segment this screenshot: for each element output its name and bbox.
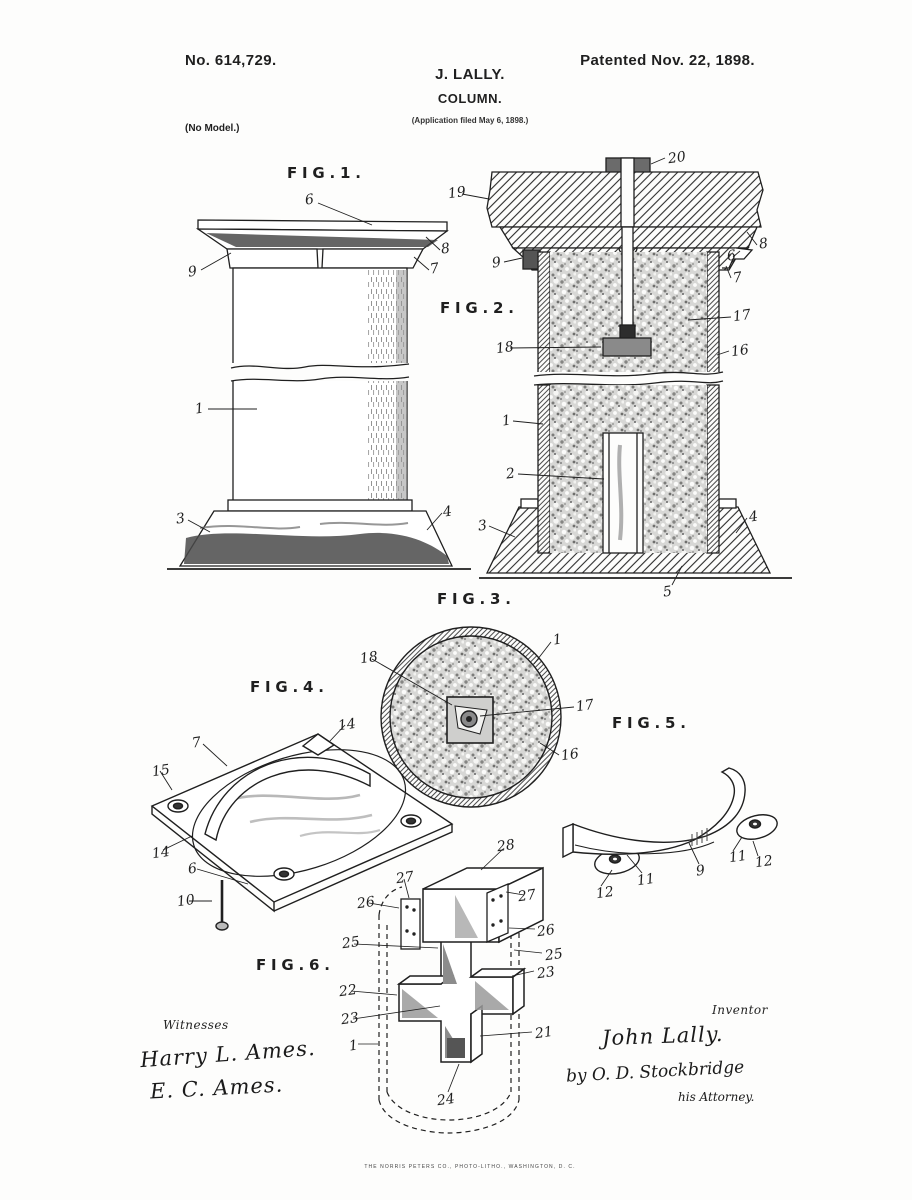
inventor-name-header: J. LALLY. (435, 66, 505, 83)
figure-1-drawing (167, 202, 471, 570)
figure-2-drawing (461, 157, 792, 586)
application-line: (Application filed May 6, 1898.) (411, 116, 529, 125)
figure-5-drawing (562, 767, 778, 887)
patent-number: No. 614,729. (185, 52, 277, 69)
figure-2-leader-lines (461, 157, 758, 586)
no-model-note: (No Model.) (185, 123, 240, 134)
figure-4-leader-lines (159, 724, 346, 902)
attorney-line: his Attorney. (678, 1090, 755, 1104)
printer-footer: THE NORRIS PETERS CO., PHOTO-LITHO., WAS… (364, 1164, 576, 1170)
figure-6-leader-lines (350, 848, 543, 1093)
patent-date: Patented Nov. 22, 1898. (580, 52, 755, 69)
figure-5-leader-lines (600, 836, 759, 887)
figure-1-leader-lines (187, 202, 443, 533)
witnesses-heading: Witnesses (163, 1018, 229, 1032)
figure-3-leader-lines (371, 641, 575, 756)
inventor-heading: Inventor (712, 1003, 768, 1017)
inventor-signature: John Lally. (601, 1021, 724, 1051)
figure-6-drawing (350, 848, 544, 1134)
invention-title: COLUMN. (437, 91, 503, 106)
figure-3-drawing (371, 626, 575, 808)
figure-4-drawing (150, 724, 454, 931)
